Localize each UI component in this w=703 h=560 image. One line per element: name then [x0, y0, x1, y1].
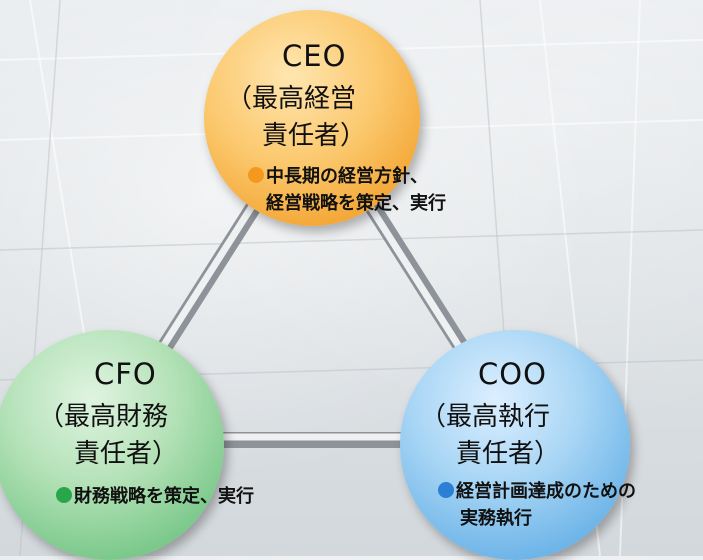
ceo-bullet-icon — [248, 167, 264, 183]
coo-description: 経営計画達成のための — [438, 477, 636, 503]
coo-description-line2: 実務執行 — [460, 508, 532, 529]
ceo-title: CEO — [282, 39, 347, 73]
cfo-role-line1: （最高財務 — [38, 402, 169, 432]
cfo-description: 財務戦略を策定、実行 — [56, 482, 254, 508]
coo-role-line1: （最高執行 — [420, 402, 551, 432]
coo-node — [400, 330, 630, 560]
ceo-description-line2: 経営戦略を策定、実行 — [266, 193, 446, 214]
coo-bullet-icon — [438, 482, 454, 498]
coo-role-line2: 責任者） — [456, 439, 561, 469]
cfo-role-line2: 責任者） — [74, 439, 179, 469]
cfo-node — [0, 330, 224, 560]
cfo-bullet-icon — [56, 487, 72, 503]
cfo-title: CFO — [94, 357, 157, 391]
ceo-description: 中長期の経営方針、 — [248, 162, 428, 188]
ceo-node — [204, 10, 420, 226]
coo-title: COO — [478, 357, 547, 391]
ceo-role-line2: 責任者） — [262, 121, 367, 151]
ceo-role-line1: （最高経営 — [226, 84, 357, 114]
